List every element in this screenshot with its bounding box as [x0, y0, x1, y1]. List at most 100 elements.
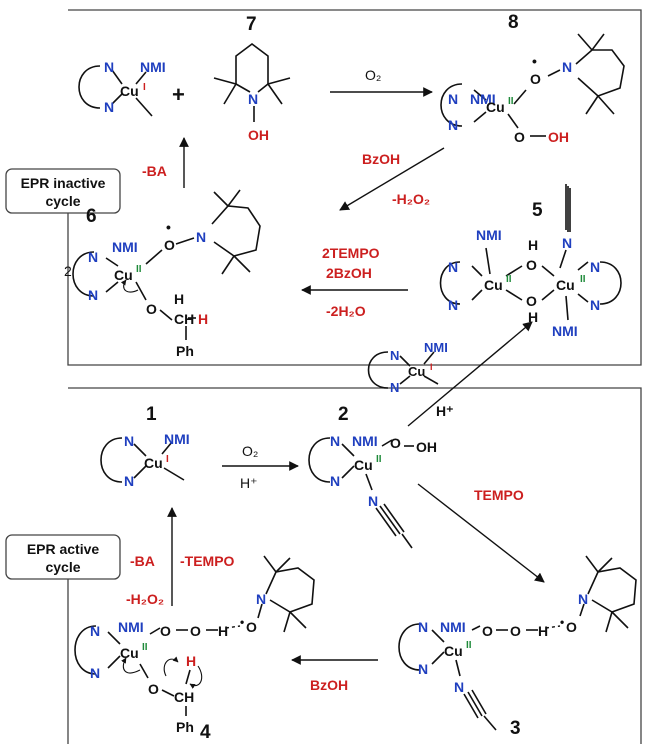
- nmi-ligand: NMI: [440, 619, 466, 635]
- o-atom: O: [482, 623, 493, 639]
- o2-label-lower: O₂: [242, 443, 258, 459]
- o-atom: O: [160, 623, 171, 639]
- compound-8-number: 8: [508, 12, 519, 33]
- nmi-ligand: NMI: [476, 227, 502, 243]
- cu-atom-left: Cu: [484, 277, 503, 293]
- n-atom: N: [448, 91, 458, 107]
- nitrile-n: N: [562, 235, 572, 251]
- epr-active-line2: cycle: [45, 559, 80, 575]
- compound-3: 3 N N NMI Cu II O O H • O N N: [398, 555, 637, 739]
- minus-h2o2-label-top: -H₂O₂: [392, 191, 430, 207]
- n-atom: N: [104, 99, 114, 115]
- h-atom: H: [528, 237, 538, 253]
- nitrile-n: N: [368, 493, 378, 509]
- o-atom: O: [510, 623, 521, 639]
- n-atom: N: [90, 665, 100, 681]
- oxidation-state-i: I: [143, 82, 146, 93]
- epr-active-tag: EPR active cycle: [5, 534, 121, 580]
- phenyl-group: Ph: [176, 343, 194, 359]
- o-atom: O: [566, 619, 577, 635]
- minus-2h2o-label: -2H₂O: [326, 303, 366, 319]
- abstracted-h: H: [186, 653, 196, 669]
- h-atom: H: [538, 623, 548, 639]
- oxidation-state-i: I: [430, 362, 433, 372]
- epr-inactive-line1: EPR inactive: [21, 175, 106, 191]
- hydroperoxo-oh: OH: [548, 129, 569, 145]
- compound-1: 1 N N NMI Cu I: [100, 404, 190, 489]
- phenyl-group: Ph: [176, 719, 194, 735]
- compound-6-number: 6: [86, 206, 97, 227]
- n-atom: N: [390, 348, 399, 363]
- nmi-ligand: NMI: [118, 619, 144, 635]
- n-atom: N: [448, 117, 458, 133]
- tempo-label: TEMPO: [474, 487, 524, 503]
- two-bzoh-label: 2BzOH: [326, 265, 372, 281]
- n-atom: N: [418, 661, 428, 677]
- coefficient-two: 2: [64, 263, 72, 279]
- bridging-o-top: O: [526, 257, 537, 273]
- oxidation-state-ii: II: [136, 264, 142, 275]
- compound-4: 4 N N NMI Cu II O O H • O N O H CH Ph: [74, 555, 315, 743]
- n-atom: N: [104, 59, 114, 75]
- inactive-cycle-frame: [67, 9, 642, 366]
- oxidation-state-i: I: [166, 454, 169, 465]
- o-atom: O: [246, 619, 257, 635]
- nmi-ligand: NMI: [140, 59, 166, 75]
- epr-inactive-tag: EPR inactive cycle: [5, 168, 121, 214]
- compound-7-number: 7: [246, 14, 257, 35]
- minus-ba-label-bottom: -BA: [130, 553, 155, 569]
- compound-2-number: 2: [338, 404, 349, 425]
- hydroxyl-group: OH: [248, 127, 269, 143]
- h-plus-label-lower: H⁺: [240, 475, 258, 491]
- bzoh-label-bottom: BzOH: [310, 677, 348, 693]
- nmi-ligand: NMI: [112, 239, 138, 255]
- compound-7-tempoh: 7 N OH: [213, 14, 291, 143]
- compound-1-number: 1: [146, 404, 157, 425]
- n-atom: N: [124, 473, 134, 489]
- oxidation-state-ii: II: [506, 274, 512, 285]
- o-atom: O: [530, 71, 541, 87]
- epr-inactive-line2: cycle: [45, 193, 80, 209]
- o-atom: O: [514, 129, 525, 145]
- radical-dot: •: [560, 615, 564, 629]
- radical-dot: •: [240, 615, 244, 629]
- minus-h2o2-label-bottom: -H₂O₂: [126, 591, 164, 607]
- cu-atom: Cu: [114, 267, 133, 283]
- plus-sign: +: [172, 82, 185, 107]
- benzylic-ch: CH: [174, 689, 194, 705]
- o-atom: O: [390, 435, 401, 451]
- n-atom: N: [196, 229, 206, 245]
- n-atom: N: [124, 433, 134, 449]
- benzylic-ch: CH: [174, 311, 194, 327]
- n-atom: N: [88, 287, 98, 303]
- h-plus-label-upper: H⁺: [436, 403, 454, 419]
- o-atom: O: [164, 237, 175, 253]
- oxidation-state-ii: II: [580, 274, 586, 285]
- h-atom: H: [218, 623, 228, 639]
- minus-ba-label-top: -BA: [142, 163, 167, 179]
- compound-4-number: 4: [200, 722, 211, 743]
- compound-6: 6 2 N N NMI Cu II O • N O H CH H Ph: [64, 189, 261, 359]
- nmi-ligand: NMI: [470, 91, 496, 107]
- cu-atom: Cu: [120, 645, 139, 661]
- cu-i-complex-top: N N NMI Cu I: [78, 59, 166, 117]
- nmi-ligand: NMI: [352, 433, 378, 449]
- oxidation-state-ii: II: [142, 642, 148, 653]
- n-atom: N: [562, 59, 572, 75]
- nmi-ligand: NMI: [552, 323, 578, 339]
- n-atom: N: [330, 433, 340, 449]
- h-atom: H: [528, 309, 538, 325]
- abstracted-h: H: [198, 311, 208, 327]
- o2-label-top: O₂: [365, 67, 381, 83]
- compound-3-number: 3: [510, 718, 521, 739]
- arrow-8-to-6: [339, 147, 445, 211]
- oxidation-state-ii: II: [376, 454, 382, 465]
- o-atom: O: [148, 681, 159, 697]
- nmi-ligand: NMI: [424, 340, 448, 355]
- two-tempo-label: 2TEMPO: [322, 245, 380, 261]
- cu-atom: Cu: [120, 83, 139, 99]
- n-atom: N: [390, 380, 399, 395]
- nmi-ligand: NMI: [164, 431, 190, 447]
- radical-dot: •: [532, 53, 537, 69]
